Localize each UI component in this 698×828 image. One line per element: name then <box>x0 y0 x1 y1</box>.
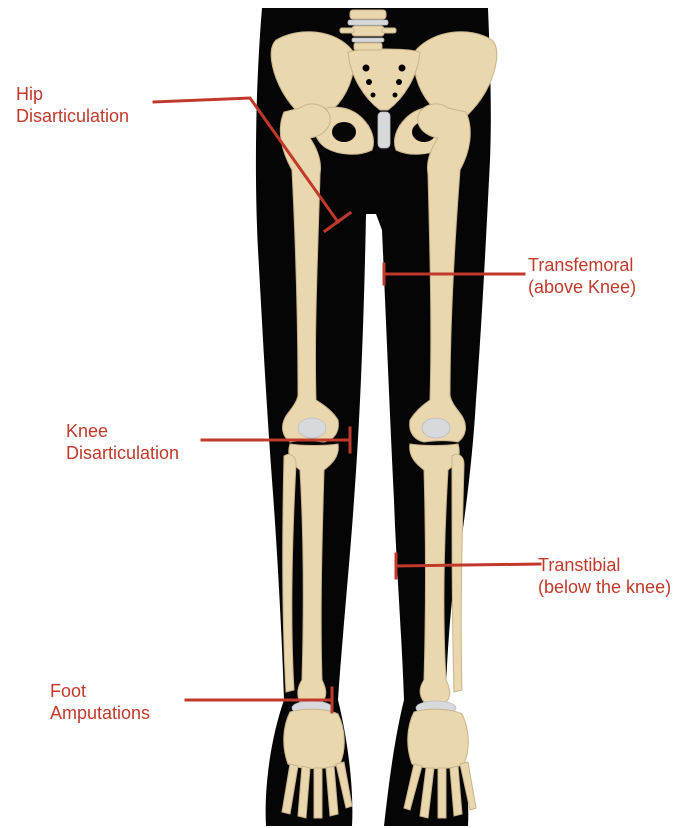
right-fibula <box>452 454 464 692</box>
foot-label-line2: Amputations <box>50 702 150 724</box>
hip-disarticulation-label: Hip Disarticulation <box>16 83 129 127</box>
knee-disarticulation-label: Knee Disarticulation <box>66 420 179 464</box>
foot-amputations-label: Foot Amputations <box>50 680 150 724</box>
transtibial-label-line2: (below the knee) <box>538 576 671 598</box>
hip-label-line1: Hip <box>16 83 129 105</box>
left-obturator-foramen <box>332 122 356 142</box>
transfemoral-label-line2: (above Knee) <box>528 276 636 298</box>
pubic-symphysis <box>378 112 390 148</box>
knee-label-line1: Knee <box>66 420 179 442</box>
hip-label-line2: Disarticulation <box>16 105 129 127</box>
transfemoral-label-line1: Transfemoral <box>528 254 636 276</box>
knee-label-line2: Disarticulation <box>66 442 179 464</box>
transfemoral-label: Transfemoral (above Knee) <box>528 254 636 298</box>
transtibial-label: Transtibial (below the knee) <box>538 554 671 598</box>
transtibial-label-line1: Transtibial <box>538 554 671 576</box>
foot-label-line1: Foot <box>50 680 150 702</box>
